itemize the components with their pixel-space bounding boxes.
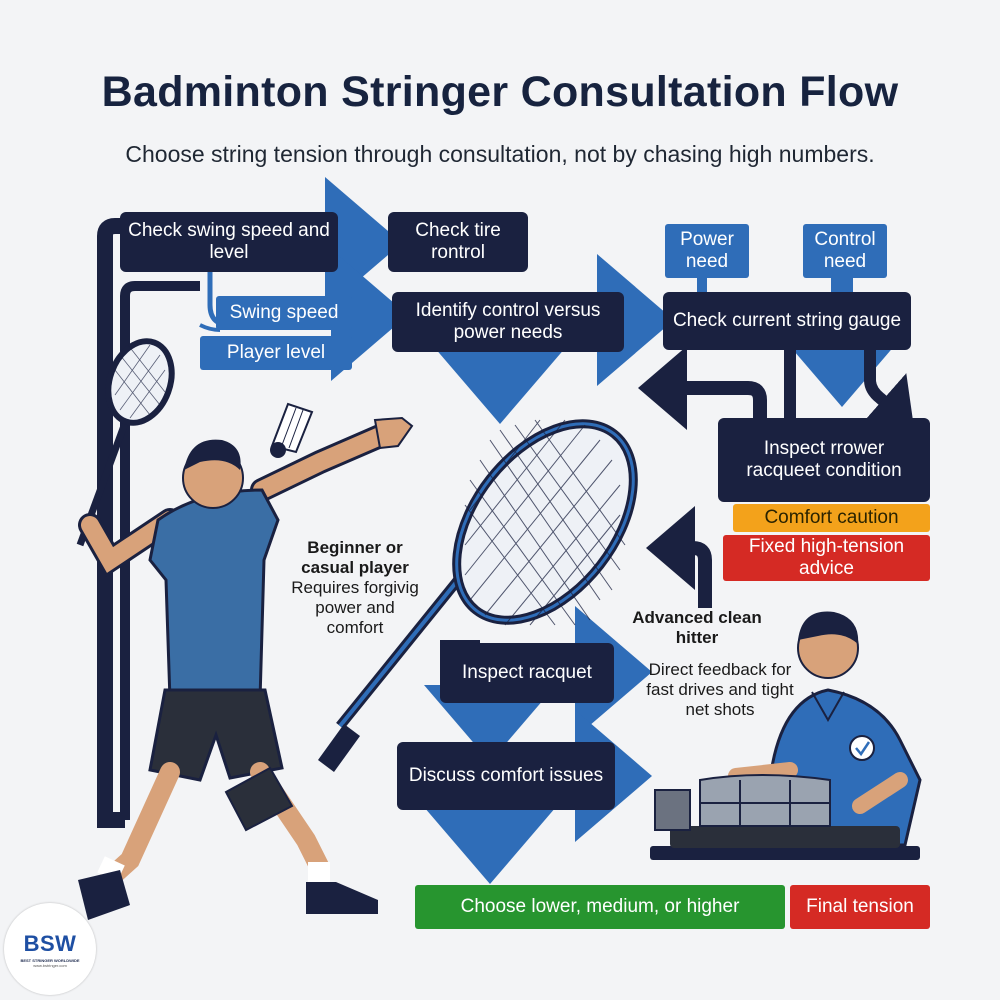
node-player-level: Player level	[200, 336, 352, 370]
arrow-advanced-up	[646, 506, 712, 608]
node-choose-tension: Choose lower, medium, or higher	[415, 885, 785, 929]
node-inspect-racquet: Inspect racquet	[440, 643, 614, 703]
node-control-need-label: Control need	[814, 229, 876, 272]
logo-tagline: BEST STRINGER WORLDWIDE	[20, 957, 80, 963]
beginner-desc-text: Requires forgivig power and comfort	[291, 578, 419, 638]
node-final-tension-label: Final tension	[806, 896, 914, 918]
stringing-machine-icon	[650, 774, 920, 860]
advanced-label: Advanced clean hitter	[632, 608, 762, 648]
page-title: Badminton Stringer Consultation Flow	[101, 68, 899, 116]
node-identify-needs-label: Identify control versus power needs	[415, 300, 601, 343]
logo-url: www.bstringer.com	[33, 962, 67, 968]
node-power-need: Power need	[665, 224, 749, 278]
node-check-swing: Check swing speed and level	[120, 212, 338, 272]
node-check-tire: Check tire rontrol	[388, 212, 528, 272]
node-control-need: Control need	[803, 224, 887, 278]
node-swing-speed-label: Swing speed	[229, 302, 339, 324]
node-final-tension: Final tension	[790, 885, 930, 929]
node-check-tire-label: Check tire rontrol	[415, 220, 501, 263]
node-check-gauge-label: Check current string gauge	[672, 310, 902, 332]
node-swing-speed: Swing speed	[216, 296, 352, 330]
node-choose-tension-label: Choose lower, medium, or higher	[460, 896, 740, 918]
node-inspect-condition: Inspect rrower racqueet condition	[718, 418, 930, 502]
left-loop-connector	[97, 218, 140, 828]
node-check-swing-label: Check swing speed and level	[128, 220, 330, 263]
advanced-description: Direct feedback for fast drives and tigh…	[640, 660, 800, 720]
node-fixed-advice-label: Fixed high-tension advice	[748, 536, 905, 579]
beginner-title: Beginner or casual player	[301, 538, 409, 578]
node-discuss-comfort-label: Discuss comfort issues	[408, 765, 604, 787]
page-subtitle: Choose string tension through consultati…	[125, 141, 875, 167]
logo-mark: BSW	[23, 930, 77, 956]
beginner-label: Beginner or casual player	[290, 538, 420, 578]
arrow-back-to-racquet	[638, 346, 767, 430]
node-inspect-racquet-label: Inspect racquet	[462, 662, 592, 684]
node-fixed-advice: Fixed high-tension advice	[723, 535, 930, 581]
node-check-gauge: Check current string gauge	[663, 292, 911, 350]
node-inspect-condition-label: Inspect rrower racqueet condition	[746, 438, 902, 481]
node-discuss-comfort: Discuss comfort issues	[397, 742, 615, 810]
node-player-level-label: Player level	[226, 342, 326, 364]
bsw-logo: BSW BEST STRINGER WORLDWIDE www.bstringe…	[4, 903, 96, 995]
beginner-description: Requires forgivig power and comfort	[290, 578, 420, 638]
racquet-icon	[318, 419, 638, 772]
checkmark-badge-icon	[849, 735, 875, 761]
advanced-desc-text: Direct feedback for fast drives and tigh…	[646, 660, 794, 720]
player-illustration	[78, 416, 414, 920]
node-comfort-caution: Comfort caution	[733, 504, 930, 532]
node-power-need-label: Power need	[680, 229, 734, 272]
node-comfort-caution-label: Comfort caution	[764, 507, 899, 529]
shuttlecock-icon	[270, 402, 314, 458]
advanced-title: Advanced clean hitter	[632, 608, 762, 648]
node-identify-needs: Identify control versus power needs	[392, 292, 624, 352]
